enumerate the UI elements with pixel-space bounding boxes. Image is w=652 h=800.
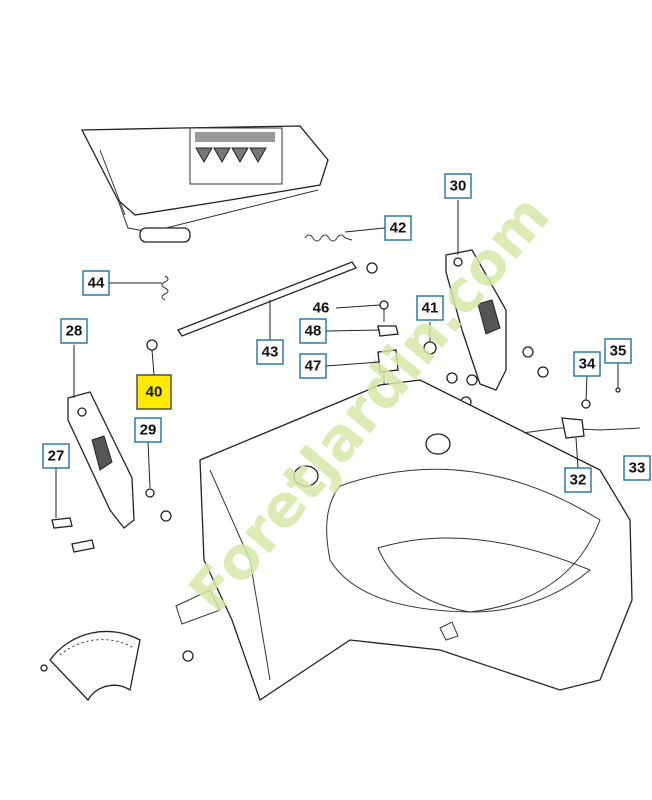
callout-41: 41 <box>416 295 444 321</box>
bracket-28-part <box>67 391 135 529</box>
callout-46-text: 46 <box>313 300 330 317</box>
callout-41-text: 41 <box>422 300 439 317</box>
callout-40: 40 <box>136 374 172 410</box>
rear-cover-part <box>80 125 329 243</box>
callout-30: 30 <box>444 173 472 199</box>
callout-47: 47 <box>299 353 327 379</box>
callout-47-text: 47 <box>305 358 322 375</box>
callout-30-text: 30 <box>450 178 467 195</box>
mower-deck-part <box>175 379 633 702</box>
callout-35-text: 35 <box>610 343 627 360</box>
callout-43-text: 43 <box>262 344 279 361</box>
callout-44: 44 <box>82 270 110 296</box>
callout-34: 34 <box>573 351 601 377</box>
callout-43: 43 <box>256 339 284 365</box>
callout-29: 29 <box>134 417 162 443</box>
callout-27-text: 27 <box>48 448 65 465</box>
callout-27: 27 <box>42 443 70 469</box>
callout-42: 42 <box>384 215 412 241</box>
bracket-30-part <box>445 249 507 391</box>
callout-32: 32 <box>564 467 592 493</box>
wheel-gear-part <box>40 630 141 702</box>
callout-32-text: 32 <box>570 472 587 489</box>
nut-41-part <box>423 322 437 355</box>
leader-lines <box>55 200 619 518</box>
callout-34-text: 34 <box>579 356 596 373</box>
callout-28: 28 <box>60 318 88 344</box>
callout-29-text: 29 <box>140 422 157 439</box>
callout-48-text: 48 <box>305 323 322 340</box>
callout-46: 46 <box>307 297 335 319</box>
callout-48: 48 <box>299 318 327 344</box>
bolt-46-part <box>379 300 389 322</box>
warning-decal <box>189 127 283 185</box>
callout-28-text: 28 <box>66 323 83 340</box>
callout-40-text: 40 <box>146 384 163 401</box>
callout-35: 35 <box>604 338 632 364</box>
clip-48-part <box>377 325 399 337</box>
callout-44-text: 44 <box>88 275 105 292</box>
spring-44-part <box>161 275 169 301</box>
rod-43-part <box>177 261 378 337</box>
callout-42-text: 42 <box>390 220 407 237</box>
spring-42-part <box>304 234 353 242</box>
callout-33-text: 33 <box>629 460 646 477</box>
callout-33: 33 <box>623 455 651 481</box>
